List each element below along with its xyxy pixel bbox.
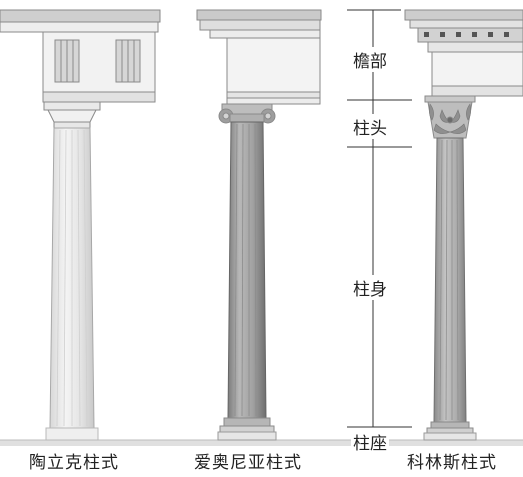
corinthian-cornice bbox=[404, 9, 523, 21]
corinthian-shaft bbox=[433, 137, 467, 423]
dimension-lines bbox=[347, 9, 412, 428]
corinthian-column bbox=[404, 9, 523, 441]
label-ionic: 爱奥尼亚柱式 bbox=[194, 453, 302, 473]
ionic-base bbox=[223, 417, 271, 427]
doric-column bbox=[0, 9, 161, 441]
ionic-cornice bbox=[196, 9, 322, 21]
doric-cornice bbox=[0, 9, 161, 23]
label-capital: 柱头 bbox=[351, 114, 389, 139]
label-corinthian: 科林斯柱式 bbox=[407, 453, 497, 473]
ionic-column bbox=[196, 9, 322, 441]
corinthian-base bbox=[430, 421, 470, 429]
ionic-frieze bbox=[226, 37, 321, 93]
label-doric: 陶立克柱式 bbox=[29, 453, 119, 473]
ground-line bbox=[0, 440, 523, 446]
label-shaft: 柱身 bbox=[351, 275, 389, 300]
label-base: 柱座 bbox=[351, 429, 389, 454]
label-entablature: 檐部 bbox=[351, 47, 389, 72]
corinthian-frieze bbox=[431, 51, 523, 87]
doric-abacus bbox=[43, 101, 101, 111]
ionic-shaft bbox=[227, 121, 267, 419]
